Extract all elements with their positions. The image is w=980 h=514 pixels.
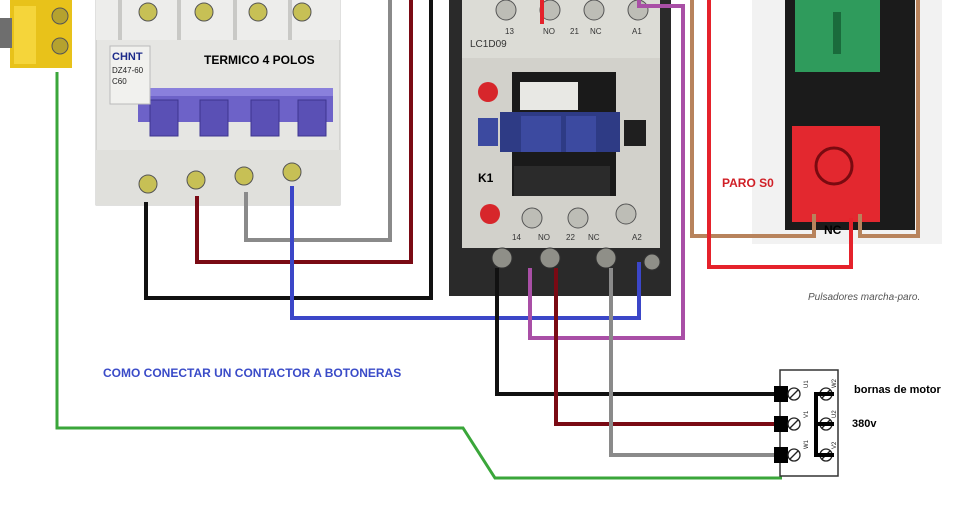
terminal-nc-top-label: NC: [590, 27, 602, 36]
breaker-4-pole: [95, 0, 341, 206]
motor-v1-label: V1: [804, 410, 810, 418]
diagram-title: COMO CONECTAR UN CONTACTOR A BOTONERAS: [103, 366, 401, 380]
wire-blue-control: [290, 186, 641, 320]
terminal-no-top-label: NO: [543, 27, 555, 36]
wire-brown-a: [690, 0, 816, 238]
paro-s0-label: PARO S0: [722, 176, 774, 190]
motor-w1-label: W1: [804, 439, 810, 449]
pulsadores-caption: Pulsadores marcha-paro.: [808, 292, 920, 303]
motor-w2-label: W2: [832, 378, 838, 388]
breaker-title-label: TERMICO 4 POLOS: [204, 53, 315, 67]
terminal-14-label: 14: [512, 233, 521, 242]
wire-gray-supply: [244, 0, 392, 242]
nc-label: NC: [824, 223, 842, 237]
wire-red-paro: [707, 0, 853, 269]
terminal-21-label: 21: [570, 27, 579, 36]
terminal-a2-label: A2: [632, 233, 642, 242]
motor-u2-label: U2: [832, 410, 838, 418]
ground-terminal: [0, 0, 72, 68]
wire-red-motor: [554, 268, 778, 426]
breaker-rating: C60: [112, 77, 127, 86]
wire-black-supply: [144, 0, 433, 300]
terminal-no-bottom-label: NO: [538, 233, 550, 242]
terminal-a1-label: A1: [632, 27, 642, 36]
wire-green-ground: [55, 72, 782, 480]
contactor-model-label: LC1D09: [470, 39, 507, 50]
contactor-k1: [449, 0, 671, 296]
breaker-model: DZ47-60: [112, 66, 144, 75]
wire-red-supply: [195, 0, 413, 264]
breaker-brand: CHNT: [112, 51, 143, 63]
motor-u1-label: U1: [804, 380, 810, 388]
bornas-label: bornas de motor: [854, 384, 942, 396]
wire-gray-motor: [609, 268, 778, 457]
terminal-22-label: 22: [566, 233, 575, 242]
motor-terminal-block: [774, 369, 839, 477]
wire-brown-b: [858, 0, 920, 238]
terminal-nc-bottom-label: NC: [588, 233, 600, 242]
motor-v2-label: V2: [832, 441, 838, 449]
voltage-label: 380v: [852, 418, 877, 430]
pushbutton-station: [752, 0, 942, 244]
contactor-k1-label: K1: [478, 171, 494, 185]
wire-black-motor: [495, 268, 778, 396]
wire-purple-control: [528, 0, 685, 340]
terminal-13-label: 13: [505, 27, 514, 36]
